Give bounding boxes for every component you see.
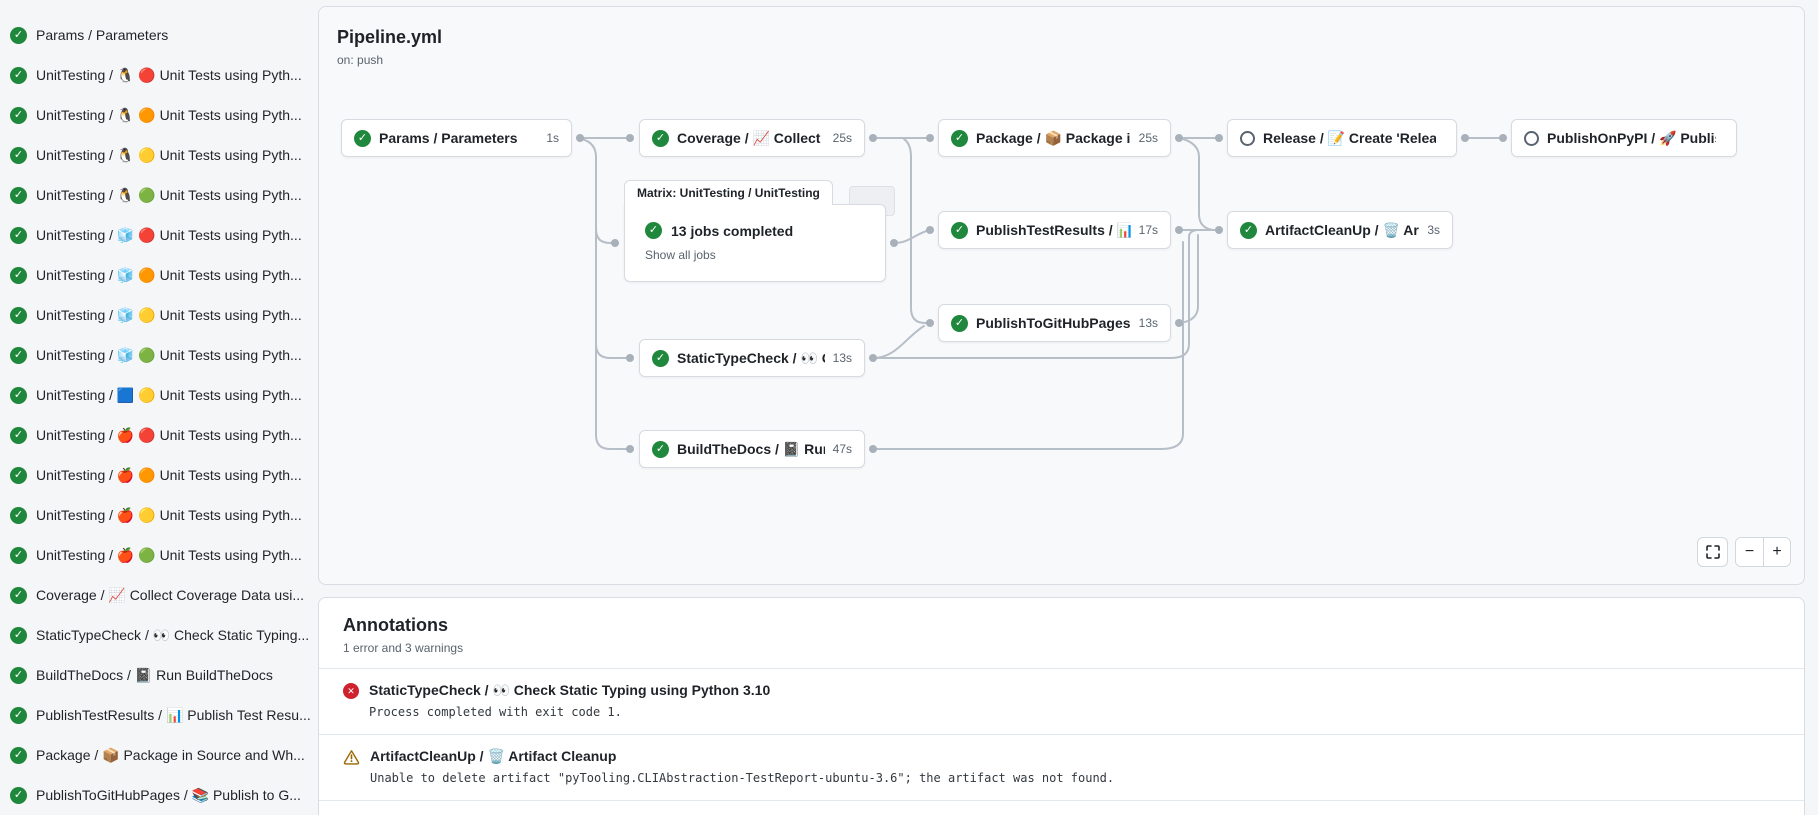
- success-icon: [10, 706, 27, 724]
- graph-node-artifactcleanup[interactable]: ArtifactCleanUp / 🗑️ Artifac... 3s: [1227, 211, 1453, 249]
- annotation-title-link[interactable]: StaticTypeCheck / 👀 Check Static Typing …: [369, 682, 771, 698]
- graph-node-buildthedocs[interactable]: BuildTheDocs / 📓 Run Buil... 47s: [639, 430, 865, 468]
- annotation-message: Unable to delete artifact "pyTooling.CLI…: [370, 771, 1115, 785]
- graph-node-publishtogithubpages[interactable]: PublishToGitHubPages / 📚 ... 13s: [938, 304, 1171, 342]
- sidebar-job-item[interactable]: UnitTesting / 🐧 🟡 Unit Tests using Pyth.…: [0, 135, 316, 175]
- success-icon: [10, 786, 27, 804]
- success-icon: [951, 314, 968, 332]
- sidebar-job-item[interactable]: UnitTesting / 🍎 🟡 Unit Tests using Pyth.…: [0, 495, 316, 535]
- graph-node-statictypecheck[interactable]: StaticTypeCheck / 👀 Chec... 13s: [639, 339, 865, 377]
- annotations-summary: 1 error and 3 warnings: [343, 641, 464, 655]
- sidebar-job-item[interactable]: UnitTesting / 🍎 🟢 Unit Tests using Pyth.…: [0, 535, 316, 575]
- sidebar-job-item[interactable]: UnitTesting / 🧊 🟢 Unit Tests using Pyth.…: [0, 335, 316, 375]
- workflow-trigger: on: push: [337, 53, 384, 67]
- graph-node-release[interactable]: Release / 📝 Create 'Release P...: [1227, 119, 1457, 157]
- success-icon: [951, 129, 968, 147]
- matrix-summary: 13 jobs completed: [671, 222, 794, 239]
- success-icon: [10, 346, 27, 364]
- sidebar-job-item[interactable]: UnitTesting / 🍎 🟠 Unit Tests using Pyth.…: [0, 455, 316, 495]
- success-icon: [10, 226, 27, 244]
- sidebar-job-item[interactable]: UnitTesting / 🧊 🟡 Unit Tests using Pyth.…: [0, 295, 316, 335]
- skipped-icon: [1240, 130, 1255, 146]
- fullscreen-button[interactable]: [1697, 537, 1728, 567]
- success-icon: [10, 146, 27, 164]
- sidebar-job-item[interactable]: Package / 📦 Package in Source and Wh...: [0, 735, 316, 775]
- annotation-error-item: StaticTypeCheck / 👀 Check Static Typing …: [319, 669, 1804, 735]
- matrix-group-card[interactable]: 13 jobs completed Show all jobs: [624, 204, 886, 282]
- graph-node-publishtestresults[interactable]: PublishTestResults / 📊 Pu... 17s: [938, 211, 1171, 249]
- workflow-graph-panel: Pipeline.yml on: push: [318, 6, 1805, 585]
- success-icon: [10, 746, 27, 764]
- zoom-control: − +: [1735, 537, 1791, 567]
- sidebar-job-item[interactable]: UnitTesting / 🧊 🔴 Unit Tests using Pyth.…: [0, 215, 316, 255]
- annotations-panel: Annotations 1 error and 3 warnings Stati…: [318, 597, 1805, 815]
- workflow-file-title: Pipeline.yml: [337, 27, 443, 47]
- sidebar-job-item[interactable]: UnitTesting / 🟦 🟡 Unit Tests using Pyth.…: [0, 375, 316, 415]
- sidebar-job-item[interactable]: UnitTesting / 🐧 🟠 Unit Tests using Pyth.…: [0, 95, 316, 135]
- success-icon: [10, 666, 27, 684]
- sidebar-job-item[interactable]: Coverage / 📈 Collect Coverage Data usi..…: [0, 575, 316, 615]
- skipped-icon: [1524, 130, 1539, 146]
- success-icon: [10, 186, 27, 204]
- annotation-warning-item: ArtifactCleanUp / 🗑️ Artifact Cleanup Un…: [319, 735, 1804, 801]
- zoom-out-button[interactable]: −: [1736, 538, 1763, 566]
- sidebar-job-item[interactable]: UnitTesting / 🐧 🟢 Unit Tests using Pyth.…: [0, 175, 316, 215]
- success-icon: [10, 426, 27, 444]
- annotations-header: Annotations 1 error and 3 warnings: [319, 598, 1804, 669]
- sidebar-job-item[interactable]: BuildTheDocs / 📓 Run BuildTheDocs: [0, 655, 316, 695]
- success-icon: [652, 129, 669, 147]
- success-icon: [10, 306, 27, 324]
- sidebar-job-item[interactable]: UnitTesting / 🧊 🟠 Unit Tests using Pyth.…: [0, 255, 316, 295]
- success-icon: [10, 506, 27, 524]
- sidebar-job-item[interactable]: Params / Parameters: [0, 15, 316, 55]
- success-icon: [10, 626, 27, 644]
- pipeline-edges: [576, 134, 1507, 453]
- graph-node-params[interactable]: Params / Parameters 1s: [341, 119, 572, 157]
- show-all-jobs-link[interactable]: Show all jobs: [645, 248, 716, 262]
- matrix-tab[interactable]: Matrix: UnitTesting / UnitTesting: [624, 180, 833, 205]
- annotation-title-link[interactable]: ArtifactCleanUp / 🗑️ Artifact Cleanup: [370, 748, 617, 764]
- annotations-title: Annotations: [343, 615, 448, 635]
- success-icon: [10, 66, 27, 84]
- warning-icon: [343, 750, 360, 765]
- graph-node-coverage[interactable]: Coverage / 📈 Collect Cove... 25s: [639, 119, 865, 157]
- success-icon: [1240, 221, 1257, 239]
- success-icon: [10, 386, 27, 404]
- zoom-in-button[interactable]: +: [1763, 538, 1790, 566]
- error-icon: [343, 683, 359, 699]
- success-icon: [951, 221, 968, 239]
- success-icon: [10, 26, 27, 44]
- success-icon: [10, 106, 27, 124]
- success-icon: [645, 222, 662, 239]
- success-icon: [10, 546, 27, 564]
- success-icon: [10, 466, 27, 484]
- sidebar-job-item[interactable]: StaticTypeCheck / 👀 Check Static Typing.…: [0, 615, 316, 655]
- job-list-sidebar: Params / Parameters UnitTesting / 🐧 🔴 Un…: [0, 0, 316, 815]
- success-icon: [652, 440, 669, 458]
- annotation-message: Process completed with exit code 1.: [369, 705, 622, 719]
- success-icon: [354, 129, 371, 147]
- fullscreen-icon: [1705, 545, 1720, 559]
- success-icon: [10, 586, 27, 604]
- graph-canvas[interactable]: Params / Parameters 1s Coverage / 📈 Coll…: [319, 7, 1804, 584]
- sidebar-job-item[interactable]: PublishToGitHubPages / 📚 Publish to G...: [0, 775, 316, 815]
- sidebar-job-item[interactable]: PublishTestResults / 📊 Publish Test Resu…: [0, 695, 316, 735]
- sidebar-job-item[interactable]: UnitTesting / 🐧 🔴 Unit Tests using Pyth.…: [0, 55, 316, 95]
- graph-header: Pipeline.yml on: push: [337, 27, 442, 67]
- success-icon: [652, 349, 669, 367]
- graph-node-package[interactable]: Package / 📦 Package in So... 25s: [938, 119, 1171, 157]
- sidebar-job-item[interactable]: UnitTesting / 🍎 🔴 Unit Tests using Pyth.…: [0, 415, 316, 455]
- success-icon: [10, 266, 27, 284]
- graph-node-publishonpypi[interactable]: PublishOnPyPI / 🚀 Publish to ...: [1511, 119, 1737, 157]
